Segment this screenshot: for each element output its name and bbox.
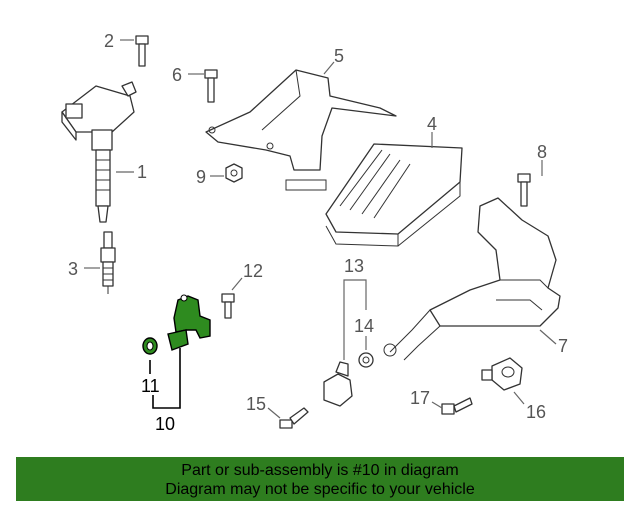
- part-5-bracket[interactable]: [205, 69, 397, 191]
- part-1-ignition-coil[interactable]: [61, 81, 137, 223]
- banner-line-2: Diagram may not be specific to your vehi…: [165, 481, 475, 498]
- callout-13: 13: [344, 256, 364, 276]
- part-3-spark-plug[interactable]: [100, 231, 116, 294]
- part-17-bolt[interactable]: [441, 397, 473, 415]
- part-6-bolt[interactable]: [204, 69, 218, 103]
- callout-14: 14: [354, 316, 374, 336]
- callout-1: 1: [137, 162, 147, 182]
- callout-16: 16: [526, 402, 546, 422]
- banner-line-1: Part or sub-assembly is #10 in diagram: [181, 462, 459, 479]
- parts-diagram: 1 2 3 4 5: [61, 31, 568, 434]
- callout-8: 8: [537, 142, 547, 162]
- callout-11: 11: [141, 376, 160, 396]
- part-15-bolt[interactable]: [279, 407, 309, 429]
- callout-4: 4: [427, 114, 437, 134]
- callout-17: 17: [410, 388, 430, 408]
- part-4-ecu-module[interactable]: [325, 143, 463, 247]
- callout-12: 12: [243, 261, 263, 281]
- callout-6: 6: [172, 65, 182, 85]
- part-7-support-bracket[interactable]: [383, 197, 561, 361]
- part-10-camshaft-position-sensor[interactable]: [167, 294, 211, 351]
- part-11-o-ring[interactable]: [142, 337, 158, 355]
- callout-2: 2: [104, 31, 114, 51]
- callout-5: 5: [334, 46, 344, 66]
- part-16-knock-sensor[interactable]: [481, 357, 523, 391]
- part-13-crankshaft-position-sensor[interactable]: [323, 361, 353, 407]
- part-2-bolt[interactable]: [135, 35, 149, 67]
- callout-3: 3: [68, 259, 78, 279]
- part-info-banner: Part or sub-assembly is #10 in diagram D…: [16, 457, 624, 501]
- part-14-o-ring[interactable]: [358, 352, 374, 368]
- part-12-bolt[interactable]: [221, 293, 235, 319]
- part-8-bolt[interactable]: [517, 173, 531, 207]
- callout-15: 15: [246, 394, 266, 414]
- callout-10: 10: [155, 414, 175, 434]
- part-9-nut[interactable]: [225, 163, 243, 183]
- callout-7: 7: [558, 336, 568, 356]
- callout-9: 9: [196, 167, 206, 187]
